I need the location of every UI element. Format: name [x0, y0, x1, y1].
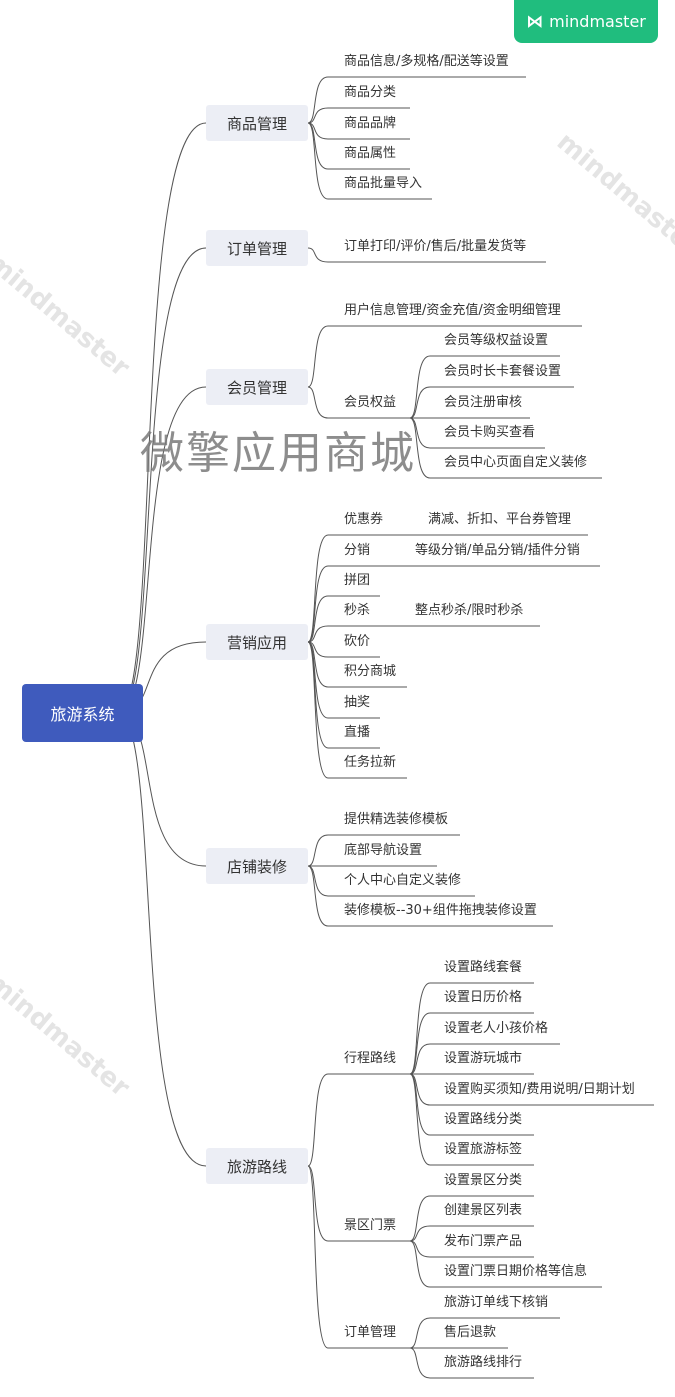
leaf-node[interactable]: 优惠券	[344, 512, 384, 527]
branch-node[interactable]: 会员管理	[206, 369, 308, 405]
branch-node[interactable]: 旅游路线	[206, 1148, 308, 1184]
leaf-node[interactable]: 行程路线	[344, 1051, 397, 1066]
sub-leaf-node[interactable]: 设置景区分类	[444, 1173, 523, 1188]
leaf-node[interactable]: 任务拉新	[344, 755, 397, 770]
branch-connector	[307, 122, 329, 200]
sub-connector	[409, 1240, 431, 1288]
root-node[interactable]: 旅游系统	[22, 684, 143, 742]
sub-leaf-node[interactable]: 会员时长卡套餐设置	[444, 364, 562, 379]
sub-leaf-node[interactable]: 设置日历价格	[444, 990, 523, 1005]
sub-connector	[409, 1012, 431, 1075]
leaf-node[interactable]: 商品品牌	[344, 116, 397, 131]
sub-connector	[409, 1225, 431, 1242]
sub-connector	[409, 1317, 431, 1349]
branch-connector	[307, 534, 329, 643]
branch-connector	[307, 1073, 329, 1167]
sub-connector	[409, 982, 431, 1075]
leaf-node[interactable]: 商品分类	[344, 85, 397, 100]
watermark-text: 微擎应用商城	[140, 428, 416, 479]
sub-connector	[409, 417, 431, 479]
leaf-node[interactable]: 用户信息管理/资金充值/资金明细管理	[344, 303, 561, 318]
branch-connector	[307, 1165, 329, 1349]
sub-leaf-node[interactable]: 设置路线套餐	[444, 960, 523, 975]
branch-connector	[307, 247, 329, 263]
sub-connector	[409, 386, 431, 419]
mindmaster-badge[interactable]: ⋈ mindmaster	[514, 0, 658, 43]
leaf-node[interactable]: 砍价	[344, 634, 371, 649]
branch-connector	[307, 122, 329, 170]
leaf-node[interactable]: 装修模板--30+组件拖拽装修设置	[344, 903, 537, 918]
sub-leaf-node[interactable]: 设置门票日期价格等信息	[444, 1264, 588, 1279]
sub-leaf-node[interactable]: 设置老人小孩价格	[444, 1021, 549, 1036]
sub-connector	[409, 1347, 431, 1379]
sub-leaf-node[interactable]: 会员卡购买查看	[444, 425, 536, 440]
sub-leaf-node[interactable]: 会员中心页面自定义装修	[444, 455, 588, 470]
leaf-node[interactable]: 个人中心自定义装修	[344, 873, 462, 888]
branch-node[interactable]: 营销应用	[206, 624, 308, 660]
leaf-node[interactable]: 景区门票	[344, 1218, 397, 1233]
leaf-detail[interactable]: 满减、折扣、平台券管理	[428, 512, 572, 527]
leaf-node[interactable]: 分销	[344, 543, 371, 558]
branch-connector	[307, 641, 329, 779]
sub-connector	[409, 355, 431, 419]
branch-connector	[307, 595, 329, 643]
sub-connector	[409, 1195, 431, 1242]
leaf-node[interactable]: 积分商城	[344, 664, 397, 679]
leaf-detail[interactable]: 等级分销/单品分销/插件分销	[415, 543, 580, 558]
sub-leaf-node[interactable]: 发布门票产品	[444, 1234, 523, 1249]
mindmaster-logo-icon: ⋈	[526, 11, 544, 32]
leaf-node[interactable]: 商品批量导入	[344, 176, 423, 191]
leaf-node[interactable]: 拼团	[344, 573, 371, 588]
branch-connector	[307, 625, 329, 643]
sub-leaf-node[interactable]: 售后退款	[444, 1325, 497, 1340]
sub-leaf-node[interactable]: 设置路线分类	[444, 1112, 523, 1127]
leaf-node[interactable]: 会员权益	[344, 395, 397, 410]
branch-connector	[307, 641, 329, 749]
branch-node[interactable]: 店铺装修	[206, 848, 308, 884]
sub-leaf-node[interactable]: 旅游订单线下核销	[444, 1295, 549, 1310]
leaf-node[interactable]: 秒杀	[344, 603, 371, 618]
sub-leaf-node[interactable]: 设置游玩城市	[444, 1051, 523, 1066]
branch-connector	[307, 325, 329, 388]
leaf-node[interactable]: 订单管理	[344, 1325, 397, 1340]
branch-node[interactable]: 订单管理	[206, 230, 308, 266]
sub-connector	[409, 1073, 431, 1166]
sub-leaf-node[interactable]: 旅游路线排行	[444, 1355, 523, 1370]
leaf-node[interactable]: 商品属性	[344, 146, 397, 161]
branch-node[interactable]: 商品管理	[206, 105, 308, 141]
branch-connector	[307, 107, 329, 124]
leaf-node[interactable]: 订单打印/评价/售后/批量发货等	[344, 239, 527, 254]
branch-connector	[307, 386, 329, 419]
leaf-node[interactable]: 底部导航设置	[344, 843, 423, 858]
leaf-node[interactable]: 提供精选装修模板	[344, 812, 449, 827]
brand-name: mindmaster	[549, 12, 646, 31]
sub-leaf-node[interactable]: 会员注册审核	[444, 395, 523, 410]
branch-connector	[307, 865, 329, 897]
sub-leaf-node[interactable]: 设置旅游标签	[444, 1142, 523, 1157]
leaf-node[interactable]: 商品信息/多规格/配送等设置	[344, 54, 509, 69]
branch-connector	[307, 565, 329, 643]
leaf-node[interactable]: 直播	[344, 725, 371, 740]
leaf-detail[interactable]: 整点秒杀/限时秒杀	[415, 603, 524, 618]
sub-leaf-node[interactable]: 设置购买须知/费用说明/日期计划	[444, 1082, 635, 1097]
branch-connector	[307, 865, 329, 927]
sub-leaf-node[interactable]: 创建景区列表	[444, 1203, 523, 1218]
root-connector	[117, 712, 207, 1167]
branch-connector	[307, 1165, 329, 1242]
sub-leaf-node[interactable]: 会员等级权益设置	[444, 333, 549, 348]
leaf-node[interactable]: 抽奖	[344, 695, 371, 710]
branch-connector	[307, 76, 329, 124]
branch-connector	[307, 834, 329, 867]
sub-connector	[409, 1043, 431, 1075]
root-connector	[117, 122, 207, 714]
